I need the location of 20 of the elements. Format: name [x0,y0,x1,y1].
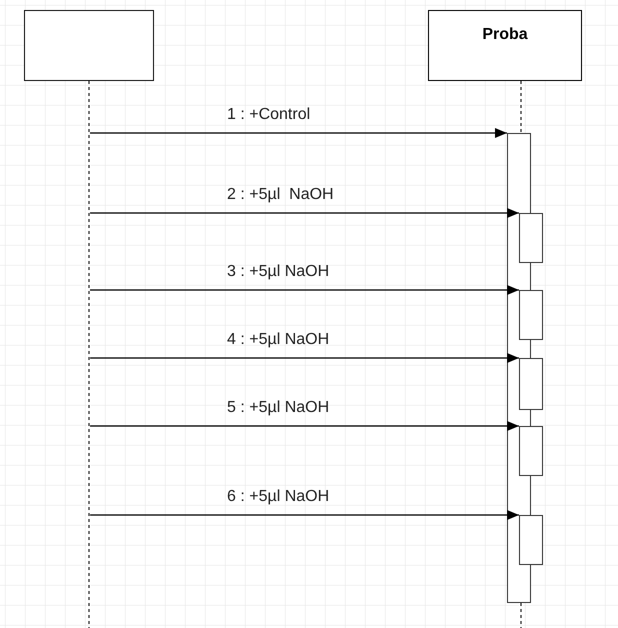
edge-label: 5 : +5µl NaOH [227,400,330,416]
message-arrow [90,510,519,520]
participant-name: Proba [482,25,528,45]
message-arrow [90,128,507,138]
activation-bar [519,426,543,476]
edge-label: 6 : +5µl NaOH [227,489,330,505]
edge-label: 1 : +Control [227,107,310,123]
message-arrow [90,353,519,363]
activation-bar [519,515,543,565]
edge-label: 3 : +5µl NaOH [227,264,330,280]
activation-bar [519,358,543,410]
lifeline-box [24,10,154,81]
edge-label: 4 : +5µl NaOH [227,332,330,348]
activation-bar [519,213,543,263]
message-arrow [90,421,519,431]
activation-bar [519,290,543,340]
lifeline-box [428,10,582,81]
message-arrow [90,208,519,218]
edge-label: 2 : +5µl NaOH [227,187,334,203]
message-arrow [90,285,519,295]
